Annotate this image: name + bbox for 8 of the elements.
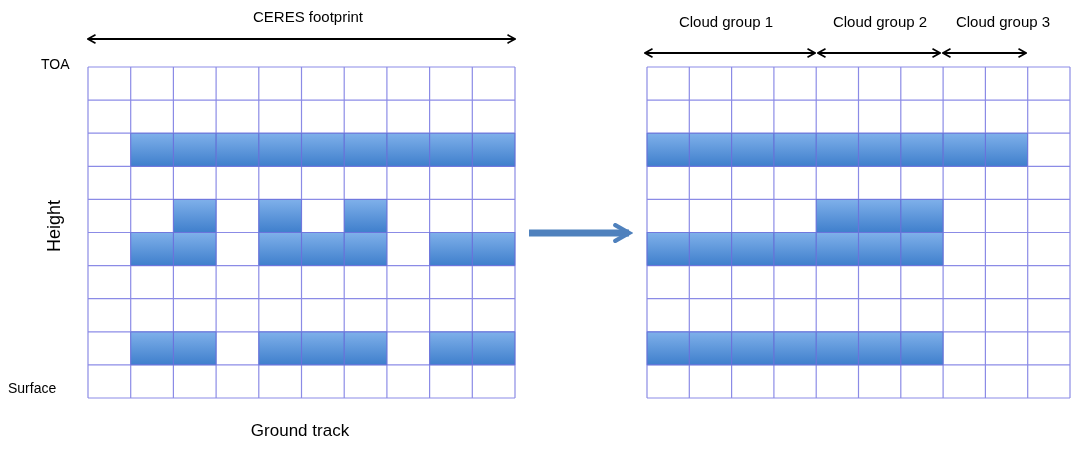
label: TOA xyxy=(41,56,70,74)
label: Cloud group 3 xyxy=(955,13,1051,32)
label: Ground track xyxy=(250,420,350,442)
label: Cloud group 2 xyxy=(832,13,928,32)
label: CERES footprint xyxy=(253,8,363,27)
label: Surface xyxy=(8,380,57,398)
axis-label: Height xyxy=(42,200,65,252)
label: Cloud group 1 xyxy=(678,13,774,32)
